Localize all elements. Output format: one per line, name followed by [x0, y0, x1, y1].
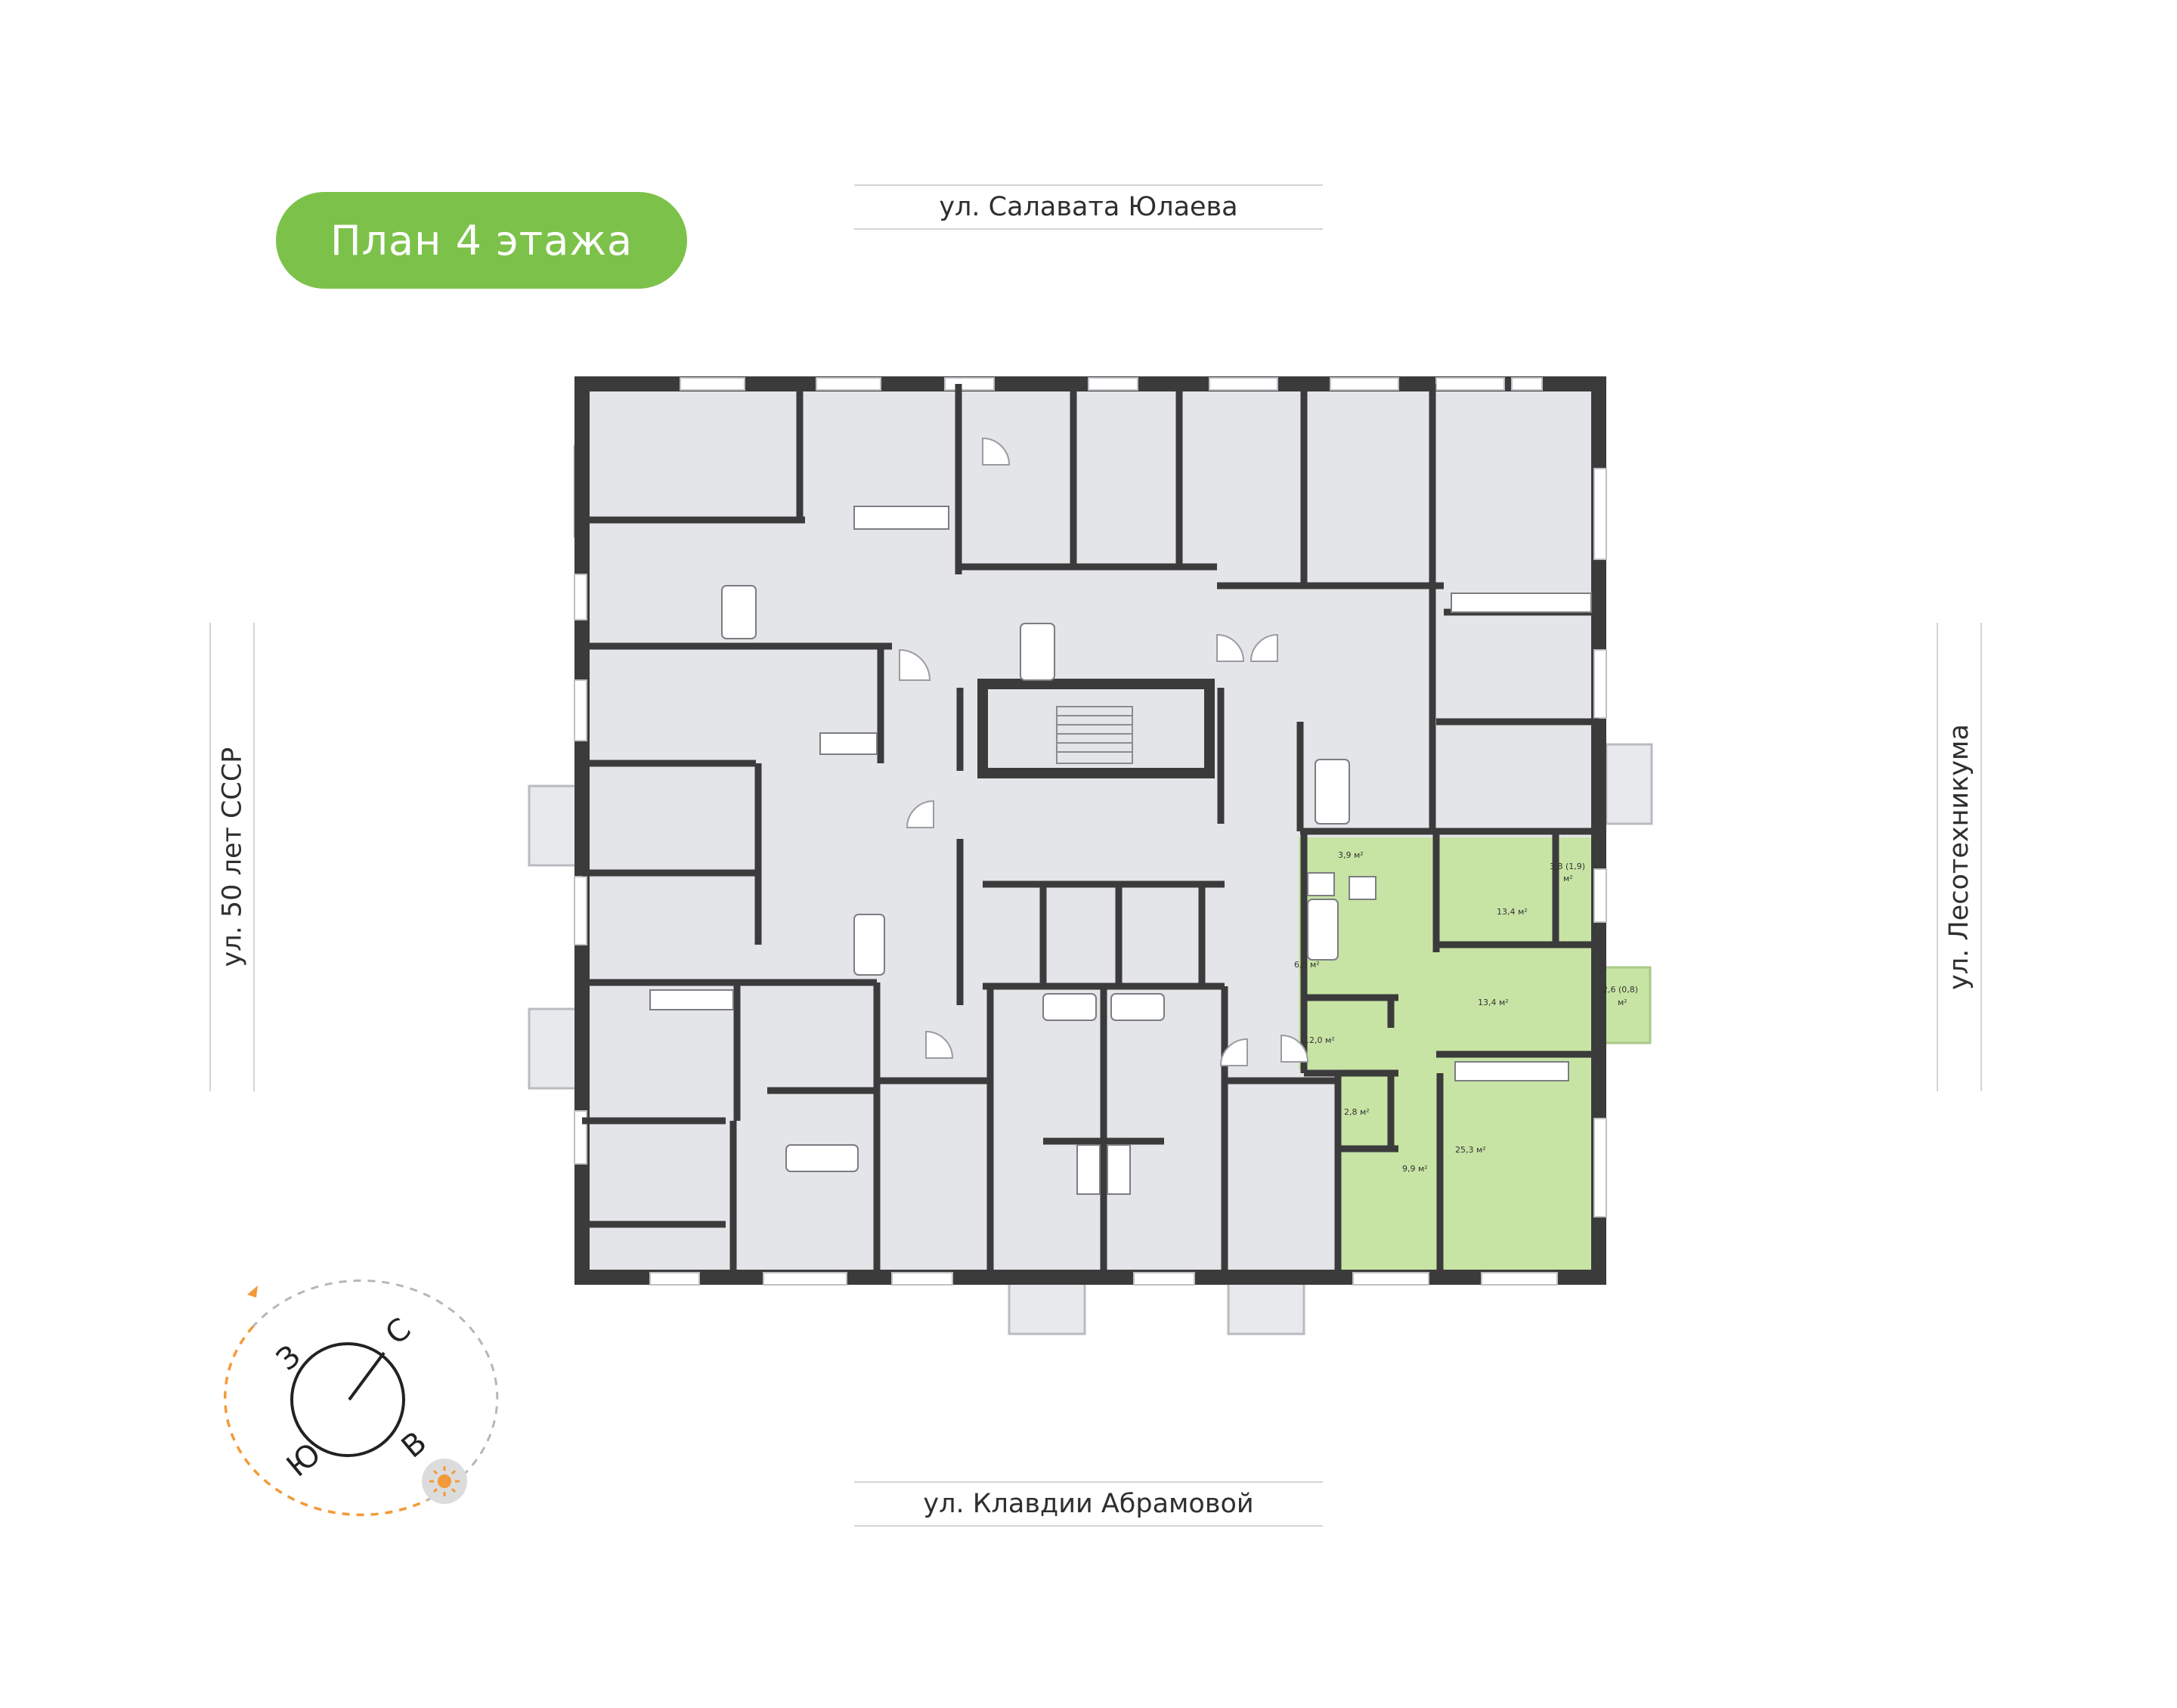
room-area-2: 3,8 (1,9) — [1550, 862, 1585, 871]
room-area-6-unit: м² — [1618, 998, 1627, 1007]
compass-west: З — [270, 1338, 307, 1378]
street-north-label: ул. Салавата Юлаева — [939, 192, 1238, 222]
street-west: ул. 50 лет СССР — [209, 623, 255, 1091]
fixtures — [649, 506, 1592, 1195]
compass: С З Ю В — [224, 1279, 499, 1517]
windows — [574, 377, 1607, 1286]
compass-dashed-arc — [252, 1279, 499, 1502]
compass-south: Ю — [280, 1437, 328, 1484]
doors — [899, 437, 1309, 1066]
room-area-2-unit: м² — [1563, 874, 1573, 883]
sun-icon — [422, 1459, 467, 1504]
sun-path-arrow-icon — [247, 1286, 258, 1298]
room-labels: 3,9 м² 3,8 (1,9) м² 13,4 м² 6,5 м² 13,4 … — [1294, 850, 1638, 1174]
staircase — [1056, 706, 1133, 764]
room-area-6: 2,6 (0,8) — [1603, 985, 1638, 995]
floor-title: План 4 этажа — [276, 192, 687, 289]
room-area-1: 3,9 м² — [1338, 850, 1364, 860]
room-area-4: 6,5 м² — [1294, 960, 1320, 970]
room-area-3: 13,4 м² — [1497, 907, 1528, 917]
compass-circle — [290, 1342, 405, 1457]
room-area-5: 13,4 м² — [1478, 998, 1509, 1007]
street-east: ул. Лесотехникума — [1937, 623, 1982, 1091]
interior-walls — [582, 384, 1599, 1277]
room-area-9: 25,3 м² — [1455, 1145, 1486, 1155]
sun-path-arc — [224, 1325, 428, 1517]
room-area-8: 2,8 м² — [1344, 1107, 1370, 1117]
street-south-label: ул. Клавдии Абрамовой — [923, 1489, 1254, 1519]
compass-east: В — [395, 1425, 434, 1465]
street-north: ул. Салавата Юлаева — [854, 184, 1323, 230]
street-south: ул. Клавдии Абрамовой — [854, 1481, 1323, 1527]
compass-north: С — [379, 1311, 418, 1351]
room-area-10: 9,9 м² — [1402, 1164, 1428, 1174]
compass-needle — [348, 1351, 386, 1401]
room-area-7: 12,0 м² — [1304, 1035, 1335, 1045]
